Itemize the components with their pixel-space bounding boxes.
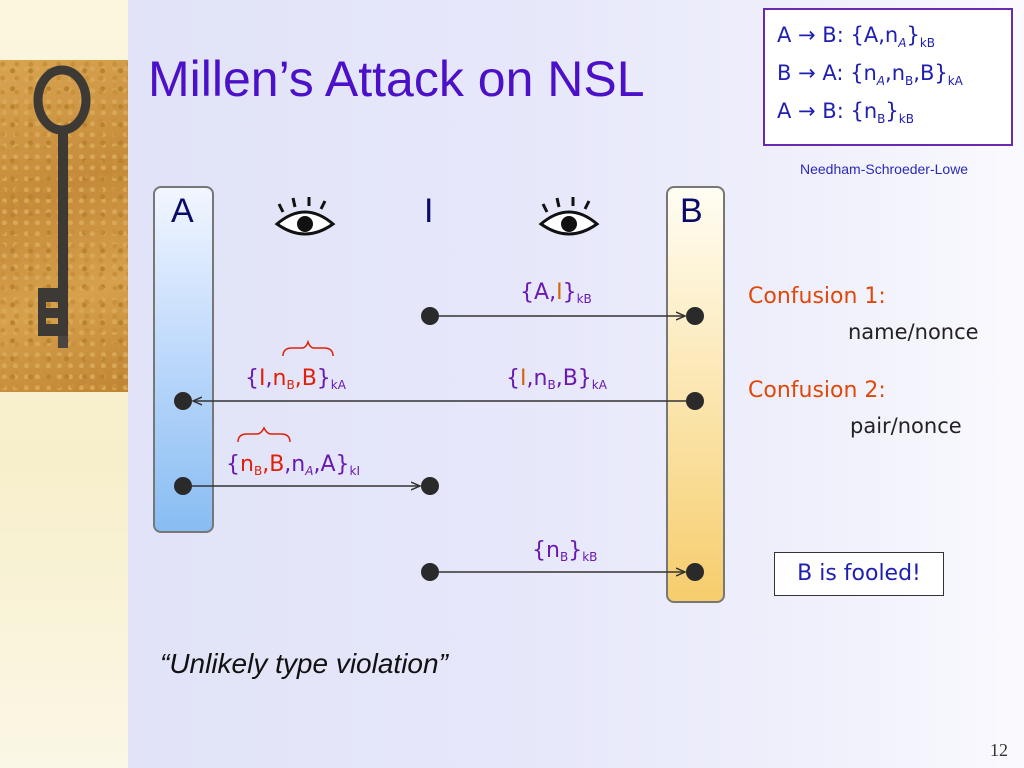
confusion-brace: [282, 339, 334, 357]
actor-b-label: B: [680, 192, 703, 230]
message-2-target-dot: [174, 392, 192, 410]
eye-icon: [538, 197, 600, 236]
confusion-1-desc: name/nonce: [848, 320, 979, 344]
message-2-left-label: {I,nB,B}kA: [245, 366, 346, 392]
actor-a-label: A: [171, 192, 194, 230]
confusion-2-desc: pair/nonce: [850, 414, 962, 438]
message-3-label: {nB,B,nA,A}kI: [226, 452, 361, 478]
page-title: Millen’s Attack on NSL: [148, 51, 645, 107]
nsl-line-1: A → B: {A,nA}kB: [777, 23, 936, 51]
confusion-1-label: Confusion 1:: [748, 284, 886, 309]
message-2-right-label: {I,nB,B}kA: [506, 366, 607, 392]
nsl-line-3: A → B: {nB}kB: [777, 99, 914, 127]
message-4-origin-dot: [421, 563, 439, 581]
nsl-caption: Needham-Schroeder-Lowe: [800, 161, 969, 177]
message-1-target-dot: [686, 307, 704, 325]
confusion-brace: [237, 426, 291, 443]
actor-i-label: I: [424, 192, 434, 230]
result-box: B is fooled!: [774, 552, 944, 596]
message-4-label: {nB}kB: [532, 538, 598, 564]
message-3-target-dot: [421, 477, 439, 495]
confusion-2-label: Confusion 2:: [748, 378, 886, 403]
page-number: 12: [990, 740, 1008, 760]
message-3-origin-dot: [174, 477, 192, 495]
key-icon: [33, 65, 91, 348]
message-1-label: {A,I}kB: [520, 280, 592, 306]
nsl-protocol-box: A → B: {A,nA}kB B → A: {nA,nB,B}kA A → B…: [763, 8, 1013, 146]
quote-text: “Unlikely type violation”: [160, 648, 448, 679]
nsl-line-2: B → A: {nA,nB,B}kA: [777, 61, 963, 89]
eye-icon: [274, 197, 336, 236]
antique-key-image: [0, 60, 128, 392]
message-4-target-dot: [686, 563, 704, 581]
actor-a-lifeline: [153, 186, 214, 533]
message-1-origin-dot: [421, 307, 439, 325]
message-2-origin-dot: [686, 392, 704, 410]
